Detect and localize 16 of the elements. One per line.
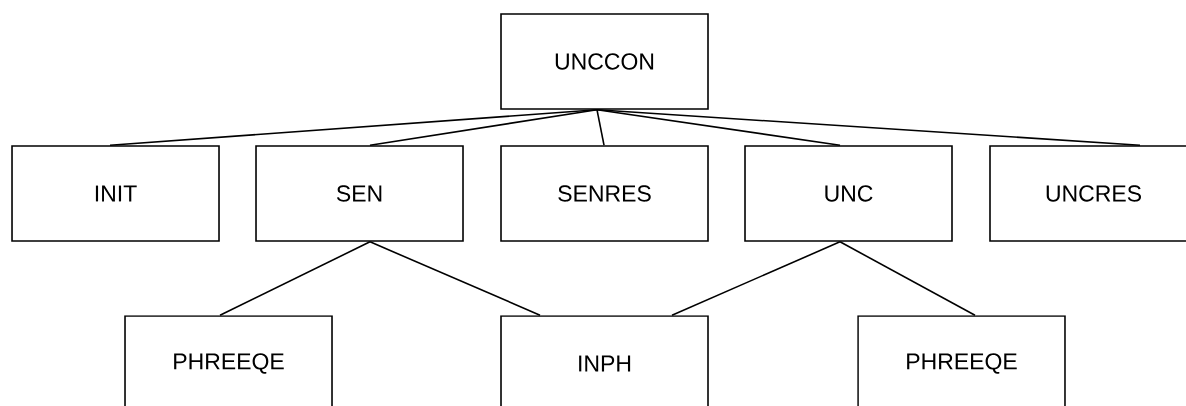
process-box: INIT xyxy=(11,145,220,242)
process-box: PHREEQE xyxy=(124,315,333,406)
process-box: UNCRES xyxy=(989,145,1186,242)
connector-line xyxy=(219,241,371,316)
connector-line xyxy=(596,109,605,146)
process-box: UNCCON xyxy=(500,13,709,110)
process-box: UNC xyxy=(744,145,953,242)
connector-line xyxy=(671,241,841,316)
process-box: INPH xyxy=(500,315,709,406)
process-box: PHREEQE xyxy=(857,315,1066,406)
connector-line xyxy=(839,241,976,316)
connector-line xyxy=(369,109,598,146)
connector-line xyxy=(369,241,541,316)
process-box: SEN xyxy=(255,145,464,242)
connector-line xyxy=(596,109,1141,146)
process-box: SENRES xyxy=(500,145,709,242)
